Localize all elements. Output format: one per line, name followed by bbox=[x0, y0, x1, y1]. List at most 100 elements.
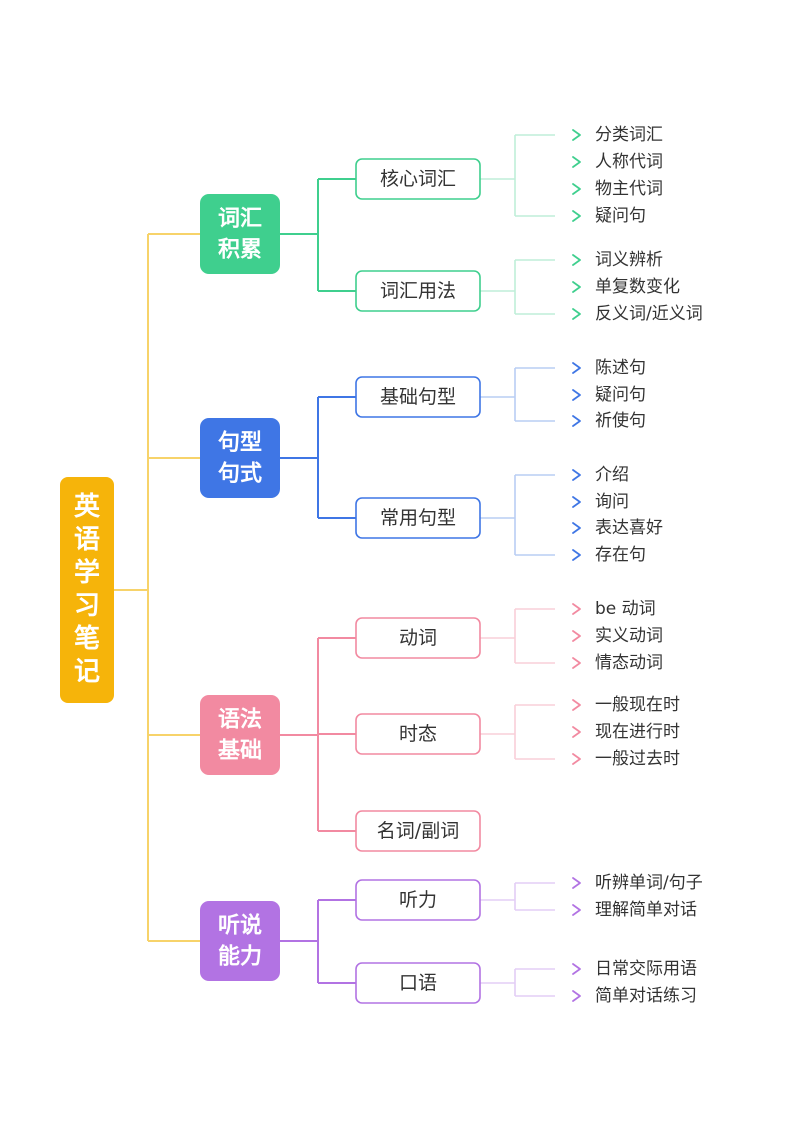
topic-node: 听力 bbox=[355, 879, 481, 921]
leaf-item: be 动词 bbox=[572, 599, 656, 619]
chevron-right-icon bbox=[572, 699, 581, 711]
topic-box bbox=[355, 962, 481, 1004]
topic-label: 时态 bbox=[399, 723, 437, 745]
topic-node: 核心词汇 bbox=[355, 158, 481, 200]
chevron-right-icon bbox=[572, 657, 581, 669]
root-node: 英语学习笔记 bbox=[60, 477, 114, 703]
topic-box bbox=[355, 497, 481, 539]
chevron-right-icon bbox=[572, 549, 581, 561]
leaf-item: 祈使句 bbox=[572, 410, 646, 431]
leaf-item: 表达喜好 bbox=[572, 518, 663, 538]
category-label-line-1: 语法 bbox=[218, 708, 262, 733]
chevron-right-icon bbox=[572, 308, 581, 320]
category-label-line-2: 积累 bbox=[218, 238, 262, 263]
chevron-right-icon bbox=[572, 753, 581, 765]
leaf-item: 一般过去时 bbox=[572, 749, 680, 769]
chevron-right-icon bbox=[572, 469, 581, 481]
leaf-label: 日常交际用语 bbox=[595, 959, 697, 979]
leaf-label: 人称代词 bbox=[595, 152, 663, 172]
leaf-label: 疑问句 bbox=[595, 385, 646, 405]
topic-node: 时态 bbox=[355, 713, 481, 755]
leaf-item: 听辨单词/句子 bbox=[572, 873, 703, 893]
category-box bbox=[200, 695, 280, 775]
leaf-item: 日常交际用语 bbox=[572, 959, 697, 979]
category-box bbox=[200, 194, 280, 274]
chevron-right-icon bbox=[572, 630, 581, 642]
leaf-label: 祈使句 bbox=[595, 410, 646, 431]
chevron-right-icon bbox=[572, 963, 581, 975]
chevron-right-icon bbox=[572, 522, 581, 534]
topic-label: 基础句型 bbox=[380, 386, 456, 408]
leaf-item: 介绍 bbox=[572, 465, 629, 485]
topic-box bbox=[355, 376, 481, 418]
topic-node: 口语 bbox=[355, 962, 481, 1004]
leaf-label: 疑问句 bbox=[595, 206, 646, 226]
topic-box bbox=[355, 810, 481, 852]
chevron-right-icon bbox=[572, 726, 581, 738]
leaf-item: 疑问句 bbox=[572, 206, 646, 226]
leaf-label: 介绍 bbox=[595, 465, 629, 485]
leaf-item: 反义词/近义词 bbox=[572, 304, 703, 324]
topic-node: 动词 bbox=[355, 617, 481, 659]
chevron-right-icon bbox=[572, 156, 581, 168]
leaf-item: 词义辨析 bbox=[572, 250, 663, 270]
category-label-line-2: 句式 bbox=[218, 461, 262, 487]
leaf-item: 单复数变化 bbox=[572, 277, 680, 297]
chevron-right-icon bbox=[572, 254, 581, 266]
topic-box bbox=[355, 713, 481, 755]
leaf-item: 存在句 bbox=[572, 545, 646, 565]
topic-node: 词汇用法 bbox=[355, 270, 481, 312]
topic-label: 动词 bbox=[399, 627, 437, 649]
leaf-label: 陈述句 bbox=[595, 358, 646, 378]
topic-label: 核心词汇 bbox=[380, 168, 456, 190]
topic-box bbox=[355, 879, 481, 921]
connector-lines bbox=[114, 134, 555, 997]
chevron-right-icon bbox=[572, 281, 581, 293]
leaf-label: 物主代词 bbox=[595, 179, 663, 199]
topic-label: 名词/副词 bbox=[377, 820, 459, 842]
chevron-right-icon bbox=[572, 415, 581, 427]
leaf-item: 简单对话练习 bbox=[572, 986, 697, 1006]
leaf-item: 疑问句 bbox=[572, 385, 646, 405]
topic-label: 听力 bbox=[399, 889, 437, 911]
leaf-label: 实义动词 bbox=[595, 626, 663, 646]
leaf-label: 理解简单对话 bbox=[595, 900, 697, 920]
chevron-right-icon bbox=[572, 990, 581, 1002]
leaf-label: 存在句 bbox=[595, 545, 646, 565]
category-label-line-1: 词汇 bbox=[218, 207, 262, 232]
leaf-label: 反义词/近义词 bbox=[595, 304, 703, 324]
leaf-label: 分类词汇 bbox=[595, 125, 663, 145]
leaf-label: 单复数变化 bbox=[595, 277, 680, 297]
leaf-item: 物主代词 bbox=[572, 179, 663, 199]
leaf-item: 情态动词 bbox=[572, 653, 663, 673]
leaf-item: 分类词汇 bbox=[572, 125, 663, 145]
chevron-right-icon bbox=[572, 496, 581, 508]
category-label-line-2: 基础 bbox=[218, 739, 262, 764]
chevron-right-icon bbox=[572, 904, 581, 916]
leaf-label: 一般现在时 bbox=[595, 695, 680, 715]
leaf-label: 听辨单词/句子 bbox=[595, 873, 703, 893]
chevron-right-icon bbox=[572, 389, 581, 401]
chevron-right-icon bbox=[572, 183, 581, 195]
topic-box bbox=[355, 617, 481, 659]
topic-label: 常用句型 bbox=[380, 507, 456, 529]
topic-node: 名词/副词 bbox=[355, 810, 481, 852]
topic-label: 词汇用法 bbox=[380, 280, 456, 302]
leaf-item: 一般现在时 bbox=[572, 695, 680, 715]
leaf-label: 询问 bbox=[595, 492, 629, 512]
category-label-line-1: 句型 bbox=[218, 430, 262, 456]
leaf-item: 询问 bbox=[572, 492, 629, 512]
root-title: 英语学习笔记 bbox=[74, 492, 101, 687]
chevron-right-icon bbox=[572, 603, 581, 615]
leaf-label: 情态动词 bbox=[595, 653, 663, 673]
leaf-label: 表达喜好 bbox=[595, 518, 663, 538]
chevron-right-icon bbox=[572, 129, 581, 141]
root-box bbox=[60, 477, 114, 703]
leaf-item: 理解简单对话 bbox=[572, 900, 697, 920]
leaf-item: 人称代词 bbox=[572, 152, 663, 172]
leaf-label: be 动词 bbox=[595, 599, 656, 619]
